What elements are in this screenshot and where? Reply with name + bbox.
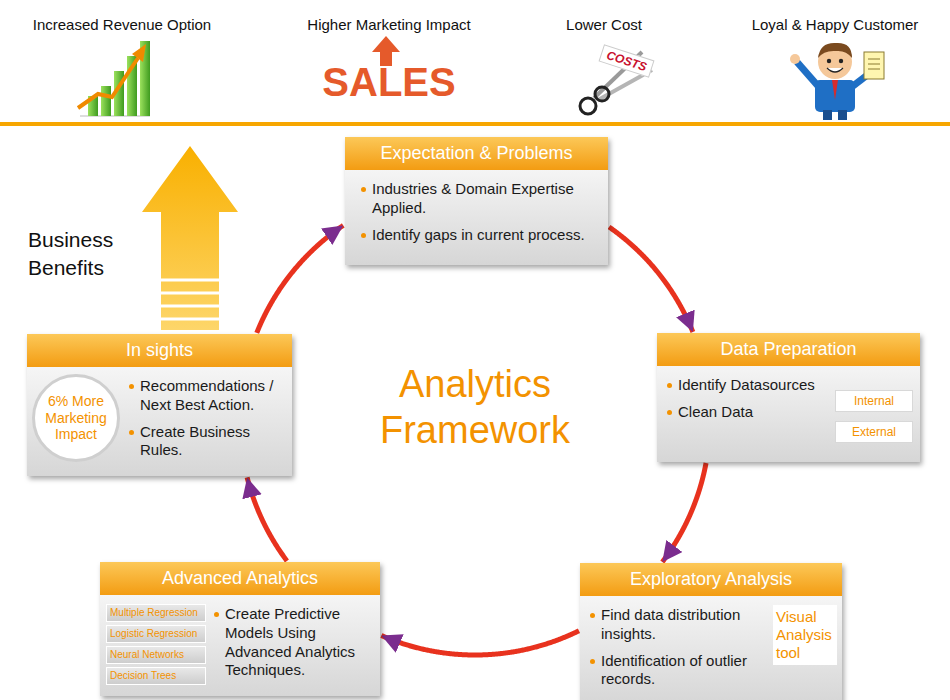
bullet-text: Create Business Rules. — [127, 423, 287, 461]
node-text: Internal — [854, 394, 894, 408]
node-text: 6% More Marketing Impact — [39, 393, 113, 443]
process-box: Expectation & ProblemsIndustries & Domai… — [345, 137, 608, 265]
box-heading: Data Preparation — [657, 333, 920, 366]
diagram-title: Analytics Framework — [355, 362, 595, 453]
growth-chart-icon — [78, 41, 150, 116]
process-box: Data PreparationIdentify DatasourcesClea… — [657, 333, 920, 462]
technique-tag: Multiple Regression — [106, 604, 206, 622]
sales-word: SALES — [299, 60, 479, 105]
bullet-text: Identification of outlier records. — [588, 652, 768, 690]
box-heading: In sights — [27, 334, 292, 367]
cycle-arrow — [381, 631, 579, 655]
bullet-text: Clean Data — [665, 403, 831, 422]
box-body: Identify DatasourcesClean Data — [665, 366, 831, 438]
node-text: Multiple Regression — [110, 607, 198, 618]
source-tag: External — [835, 421, 913, 443]
benefit-label: Loyal & Happy Customer — [725, 16, 945, 33]
box-body: Create Predictive Models Using Advanced … — [212, 595, 374, 696]
node-text: External — [852, 425, 896, 439]
technique-tag: Logistic Regression — [106, 625, 206, 643]
customer-figure — [790, 43, 884, 120]
source-tag: Internal — [835, 390, 913, 412]
process-box: Advanced AnalyticsCreate Predictive Mode… — [100, 562, 380, 696]
bullet-text: Create Predictive Models Using Advanced … — [212, 605, 374, 680]
node-text: Neural Networks — [110, 649, 184, 660]
bullet-text: Identify gaps in current process. — [359, 226, 599, 245]
technique-tag: Neural Networks — [106, 646, 206, 664]
benefit-label: Lower Cost — [504, 16, 704, 33]
bullet-text: Identify Datasources — [665, 376, 831, 395]
bullet-text: Recommendations / Next Best Action. — [127, 377, 287, 415]
cycle-arrow — [609, 227, 693, 332]
box-body: Find data distribution insights. Identifi… — [588, 596, 768, 700]
process-box: In sightsRecommendations / Next Best Act… — [27, 334, 292, 476]
box-body: Recommendations / Next Best Action. Creat… — [127, 367, 287, 476]
cost-tag: COSTS — [598, 44, 654, 78]
box-body: Industries & Domain Expertise Applied. Id… — [359, 170, 599, 260]
cycle-arrow — [662, 463, 706, 562]
cycle-arrow — [257, 225, 344, 333]
benefit-label: Increased Revenue Option — [0, 16, 252, 33]
box-heading: Exploratory Analysis — [580, 563, 842, 596]
box-heading: Expectation & Problems — [345, 137, 608, 170]
node-text: Logistic Regression — [110, 628, 197, 639]
node-text: Visual Analysis tool — [776, 608, 832, 661]
process-box: Exploratory AnalysisFind data distributi… — [580, 563, 842, 700]
node-text: Decision Trees — [110, 670, 176, 681]
bullet-text: Industries & Domain Expertise Applied. — [359, 180, 599, 218]
impact-circle: 6% More Marketing Impact — [32, 374, 120, 462]
tool-box: Visual Analysis tool — [773, 605, 837, 665]
section-heading: Business Benefits — [28, 226, 138, 283]
benefits-arrow — [142, 146, 238, 330]
benefit-label: Higher Marketing Impact — [259, 16, 519, 33]
divider-line — [0, 122, 950, 126]
bullet-text: Find data distribution insights. — [588, 606, 768, 644]
cycle-arrow — [247, 477, 287, 560]
technique-tag: Decision Trees — [106, 667, 206, 685]
box-heading: Advanced Analytics — [100, 562, 380, 595]
